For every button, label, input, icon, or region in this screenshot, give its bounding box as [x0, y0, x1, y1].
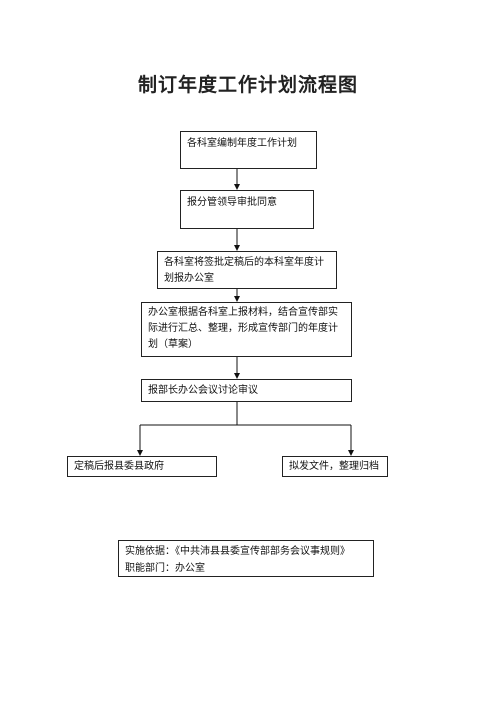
step-meeting-review-text: 报部长办公会议讨论审议 [148, 385, 258, 396]
step-submit-to-office-text: 各科室将签批定稿后的本科室年度计划报办公室 [164, 257, 324, 284]
step-compile-plan-text: 各科室编制年度工作计划 [187, 138, 297, 149]
step-meeting-review: 报部长办公会议讨论审议 [141, 379, 352, 402]
step-file-archive-text: 拟发文件，整理归档 [289, 461, 379, 472]
step-leader-approval: 报分管领导审批同意 [180, 190, 314, 229]
step-file-archive: 拟发文件，整理归档 [282, 456, 388, 477]
step-report-county-text: 定稿后报县委县政府 [74, 461, 164, 472]
page-title: 制订年度工作计划流程图 [137, 74, 358, 96]
step-leader-approval-text: 报分管领导审批同意 [187, 197, 277, 208]
implementation-basis: 实施依据：《中共沛县县委宣传部部务会议事规则》 [125, 546, 350, 557]
implementation-note: 实施依据：《中共沛县县委宣传部部务会议事规则》 职能部门：办公室 [118, 540, 374, 577]
step-office-summary-text: 办公室根据各科室上报材料，结合宣传部实际进行汇总、整理，形成宣传部门的年度计划（… [148, 307, 338, 350]
step-submit-to-office: 各科室将签批定稿后的本科室年度计划报办公室 [157, 251, 337, 289]
step-report-county: 定稿后报县委县政府 [67, 456, 217, 477]
step-compile-plan: 各科室编制年度工作计划 [180, 131, 317, 169]
responsible-department: 职能部门：办公室 [125, 563, 205, 574]
step-office-summary: 办公室根据各科室上报材料，结合宣传部实际进行汇总、整理，形成宣传部门的年度计划（… [141, 302, 352, 357]
